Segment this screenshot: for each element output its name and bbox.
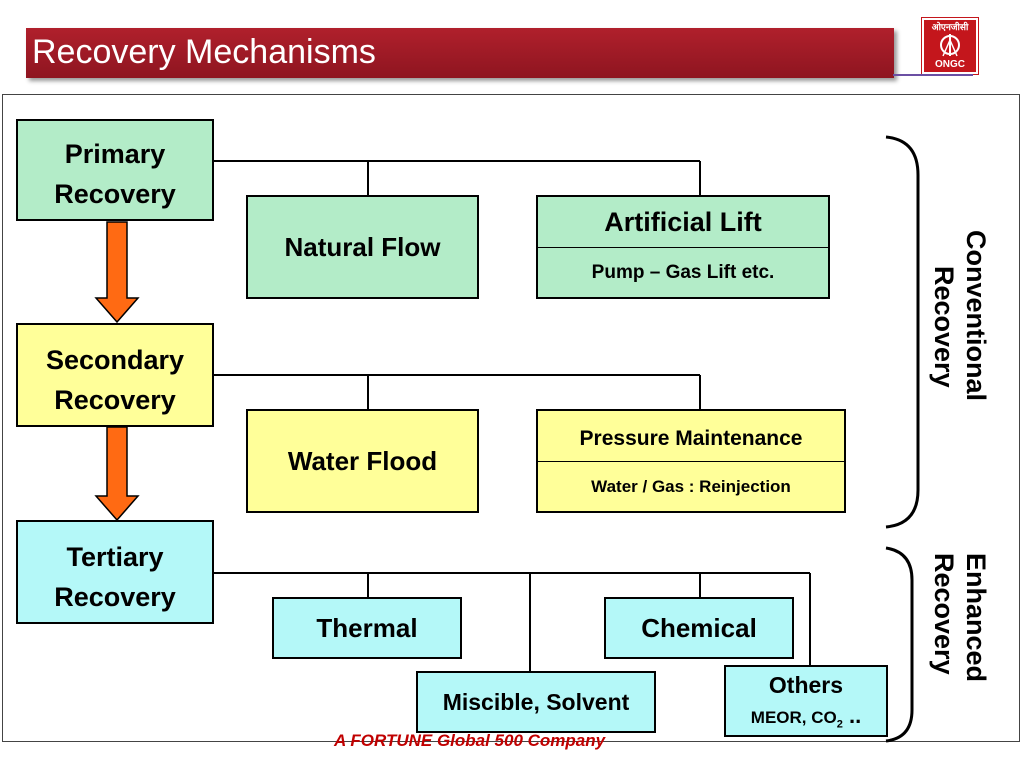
logo-hindi-text: ओएनजीसी: [931, 22, 969, 32]
pressure-maintenance-sub: Water / Gas : Reinjection: [591, 477, 791, 496]
artificial-lift-sub: Pump – Gas Lift etc.: [591, 262, 775, 283]
thermal-label: Thermal: [316, 613, 418, 643]
natural-flow-box: Natural Flow: [246, 195, 479, 299]
logo-emblem-icon: [940, 34, 960, 57]
secondary-recovery-box: Secondary Recovery: [16, 323, 214, 427]
artificial-lift-title: Artificial Lift: [538, 197, 828, 248]
logo-underline: [893, 74, 973, 76]
conventional-line1: Conventional: [961, 230, 991, 402]
others-box: Others MEOR, CO2 ..: [724, 665, 888, 737]
arrow-group: [94, 221, 140, 522]
water-flood-label: Water Flood: [287, 446, 438, 476]
others-title: Others: [768, 672, 844, 698]
page-title: Recovery Mechanisms: [32, 33, 376, 71]
pressure-maintenance-box: Pressure Maintenance Water / Gas : Reinj…: [536, 409, 846, 513]
enhanced-recovery-label: Enhanced Recovery: [928, 553, 992, 743]
others-sub-text: MEOR, CO: [750, 708, 837, 727]
others-suffix: ..: [842, 703, 862, 728]
arrow-primary-to-secondary: [94, 221, 140, 324]
title-bar: Recovery Mechanisms: [26, 28, 894, 78]
ongc-logo: ओएनजीसी ONGC: [922, 18, 978, 74]
primary-line1: Primary: [64, 139, 166, 169]
secondary-line2: Recovery: [54, 385, 176, 415]
artificial-lift-box: Artificial Lift Pump – Gas Lift etc.: [536, 195, 830, 299]
chemical-label: Chemical: [641, 613, 757, 643]
miscible-solvent-box: Miscible, Solvent: [416, 671, 656, 733]
arrow-secondary-to-tertiary: [94, 426, 140, 522]
conventional-line2: Recovery: [929, 266, 959, 388]
enhanced-line1: Enhanced: [961, 553, 991, 683]
miscible-solvent-label: Miscible, Solvent: [442, 689, 630, 715]
tertiary-recovery-box: Tertiary Recovery: [16, 520, 214, 624]
others-sub: MEOR, CO2 ..: [726, 703, 886, 737]
enhanced-line2: Recovery: [929, 553, 959, 675]
water-flood-box: Water Flood: [246, 409, 479, 513]
pressure-maintenance-title: Pressure Maintenance: [538, 411, 844, 462]
natural-flow-label: Natural Flow: [284, 232, 441, 262]
logo-text: ONGC: [935, 59, 965, 70]
tertiary-line2: Recovery: [54, 582, 176, 612]
primary-line2: Recovery: [54, 179, 176, 209]
thermal-box: Thermal: [272, 597, 462, 659]
footer-tagline: A FORTUNE Global 500 Company: [334, 731, 606, 750]
others-subscript: 2: [836, 718, 843, 731]
tertiary-line1: Tertiary: [66, 542, 164, 572]
conventional-recovery-label: Conventional Recovery: [928, 230, 992, 520]
diagram-frame: [2, 94, 1020, 742]
chemical-box: Chemical: [604, 597, 794, 659]
secondary-line1: Secondary: [45, 345, 185, 375]
primary-recovery-box: Primary Recovery: [16, 119, 214, 221]
